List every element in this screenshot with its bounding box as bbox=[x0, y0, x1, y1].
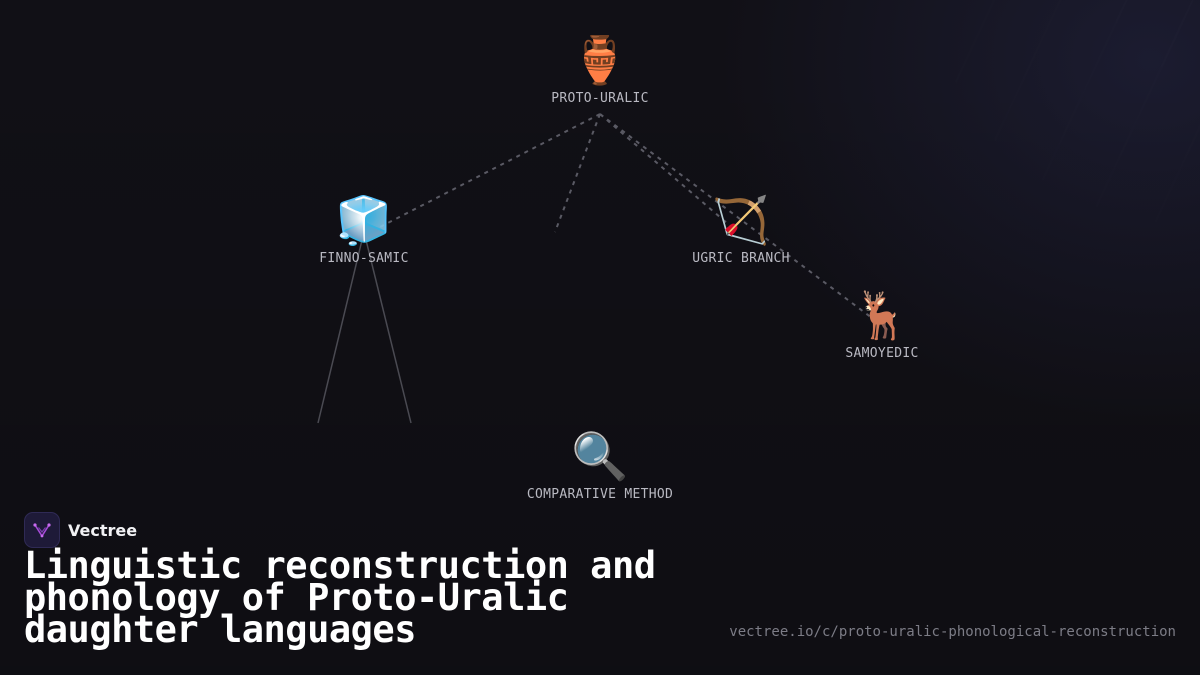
vectree-logo-icon bbox=[24, 512, 60, 548]
node-finno-samic[interactable]: 🧊 FINNO-SAMIC bbox=[319, 193, 408, 266]
bow-and-arrow-icon: 🏹 bbox=[712, 193, 770, 247]
page-title: Linguistic reconstruction and phonology … bbox=[24, 544, 656, 651]
amphora-icon: 🏺 bbox=[571, 33, 629, 87]
node-ugric-branch[interactable]: 🏹 UGRIC BRANCH bbox=[692, 193, 790, 266]
edge-finno-samic-left bbox=[317, 239, 363, 424]
edge-proto-to-finno-samic bbox=[379, 113, 601, 228]
edge-proto-to-hidden bbox=[554, 113, 601, 233]
brand[interactable]: Vectree bbox=[24, 512, 137, 548]
brand-name: Vectree bbox=[68, 520, 138, 540]
ice-cube-icon: 🧊 bbox=[335, 193, 393, 247]
node-label: UGRIC BRANCH bbox=[692, 251, 790, 266]
node-samoyedic[interactable]: 🦌 SAMOYEDIC bbox=[845, 288, 918, 361]
page-url[interactable]: vectree.io/c/proto-uralic-phonological-r… bbox=[729, 624, 1176, 640]
edge-proto-to-samoyedic bbox=[599, 113, 873, 319]
node-comparative-method[interactable]: 🔍 COMPARATIVE METHOD bbox=[527, 429, 673, 502]
node-label: COMPARATIVE METHOD bbox=[526, 487, 674, 502]
node-label: PROTO-URALIC bbox=[551, 91, 649, 106]
node-proto-uralic[interactable]: 🏺 PROTO-URALIC bbox=[551, 33, 649, 106]
node-label: FINNO-SAMIC bbox=[319, 251, 409, 266]
node-label: SAMOYEDIC bbox=[845, 346, 919, 361]
magnifying-glass-icon: 🔍 bbox=[571, 429, 629, 483]
edge-proto-to-ugric bbox=[599, 113, 736, 231]
deer-icon: 🦌 bbox=[853, 288, 911, 342]
edge-finno-samic-right bbox=[365, 239, 412, 424]
